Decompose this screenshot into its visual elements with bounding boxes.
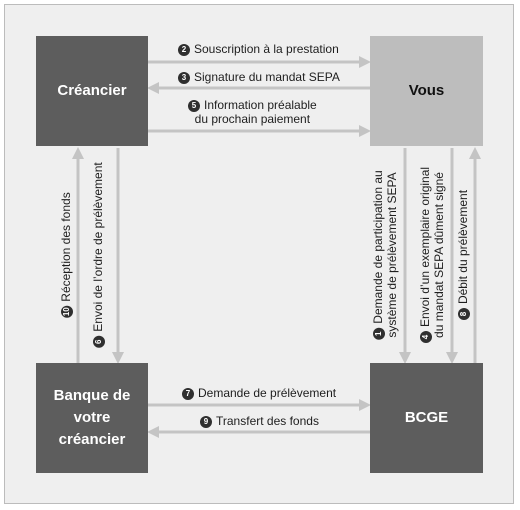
flow-label-participation: 1 Demande de participation au système de … [371,170,399,340]
step-2-badge: 2 [178,44,190,56]
flow-information-line2: du prochain paiement [194,112,311,126]
step-6-badge: 6 [93,335,105,348]
node-vous-label: Vous [408,82,445,99]
step-4-badge: 4 [420,331,432,344]
step-10-badge: 10 [61,305,73,318]
step-5-badge: 5 [188,100,200,112]
flow-souscription-text: Souscription à la prestation [194,42,339,56]
flow-label-debit: 8 Débit du prélèvement [456,189,470,321]
flow-label-envoi-ordre: 6 Envoi de l’ordre de prélèvement [91,162,105,348]
step-3-badge: 3 [178,72,190,84]
node-bcge: BCGE [370,363,483,473]
node-banque-label: Banque de votre créancier [53,387,131,448]
node-creancier: Créancier [36,36,148,146]
flow-label-information: 5 Information préalable du prochain paiem… [188,98,317,126]
flow-label-signature: 3 Signature du mandat SEPA [178,70,340,84]
step-7-badge: 7 [182,388,194,400]
flow-transfert-text: Transfert des fonds [216,414,319,428]
flow-label-souscription: 2 Souscription à la prestation [178,42,339,56]
step-9-badge: 9 [200,416,212,428]
step-8-badge: 8 [458,308,470,321]
flow-envoi-mandat-line2: du mandat SEPA dûment signé [432,172,446,338]
flow-label-envoi-mandat: 4 Envoi d’un exemplaire original du manda… [418,166,446,344]
node-creancier-label: Créancier [57,82,127,99]
flow-information-line1: Information préalable [204,98,317,112]
flow-envoi-mandat-line1: Envoi d’un exemplaire original [418,166,432,328]
flow-participation-line1: Demande de participation au [371,170,385,324]
flow-participation-line2: système de prélèvement SEPA [385,172,399,338]
step-1-badge: 1 [373,327,385,340]
node-bcge-label: BCGE [404,409,449,426]
flow-demande-prelevement-text: Demande de prélèvement [198,386,337,400]
flow-label-transfert: 9 Transfert des fonds [200,414,319,428]
flow-envoi-ordre-text: Envoi de l’ordre de prélèvement [91,162,105,332]
node-banque-creancier: Banque de votre créancier [36,363,148,473]
flow-label-demande-prelevement: 7 Demande de prélèvement [182,386,336,400]
flow-signature-text: Signature du mandat SEPA [194,70,340,84]
flow-reception-text: Réception des fonds [59,192,73,302]
flow-label-reception: 10 Réception des fonds [59,192,73,318]
node-vous: Vous [370,36,483,146]
flow-debit-text: Débit du prélèvement [456,189,470,305]
